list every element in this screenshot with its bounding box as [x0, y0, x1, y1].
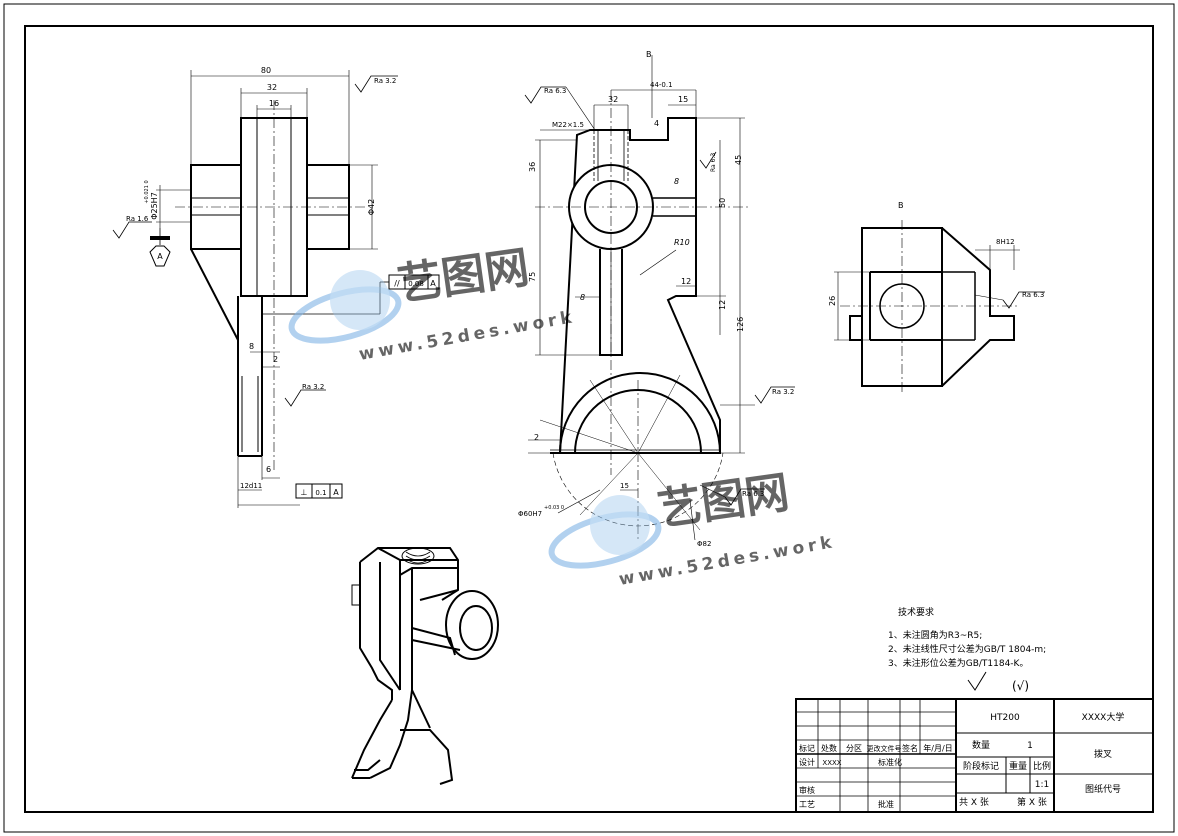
dim-15: 15	[678, 95, 688, 104]
tb-approve: 批准	[878, 799, 894, 809]
dim-16: 16	[269, 99, 279, 108]
tb-school: XXXX大学	[1082, 711, 1125, 723]
tb-count: 处数	[821, 743, 837, 753]
dim-6: 6	[266, 465, 271, 474]
dim-80: 80	[261, 66, 271, 75]
inner-frame	[24, 25, 1154, 813]
isometric-view	[351, 547, 499, 785]
tol-perp-val: 0.1	[315, 489, 326, 497]
ra-1-6: Ra 1.6	[126, 215, 149, 223]
tb-standard: 标准化	[878, 757, 902, 767]
tb-qty-label: 数量	[972, 739, 990, 751]
watermark-1: 艺图网 www.52des.work	[288, 242, 577, 365]
watermark-brand-1: 艺图网	[394, 242, 532, 311]
tb-sheet-no: 第 X 张	[1017, 796, 1047, 808]
dim-4: 4	[654, 119, 659, 128]
view-b-labels: B 26 8H12 Ra 6.3	[828, 201, 1044, 306]
dim-phi60: Φ60H7	[518, 510, 542, 518]
dim-phi25-tol: +0.021 0	[144, 180, 150, 203]
view-b	[834, 220, 1045, 395]
tb-qty-value: 1	[1027, 741, 1033, 751]
tb-drawing-code: 图纸代号	[1085, 783, 1121, 795]
dim-phi82: Φ82	[697, 540, 711, 548]
dim-12a: 12	[681, 277, 691, 286]
dim-8b: 8	[674, 177, 679, 186]
tb-zone: 分区	[846, 744, 862, 753]
watermark-brand-2: 艺图网	[654, 467, 792, 536]
tb-stage: 阶段标记	[963, 760, 999, 772]
tb-process: 工艺	[799, 800, 815, 809]
note-1: 1、未注圆角为R3~R5;	[888, 629, 982, 641]
main-view-labels: B 44-0.1 32 15 M22×1.5 4 36 45 50 8 R10 …	[518, 50, 794, 548]
dim-26: 26	[828, 296, 837, 306]
dim-126: 126	[736, 317, 745, 332]
dim-36: 36	[528, 162, 537, 172]
tb-weight: 重量	[1009, 760, 1027, 772]
title-block-text: HT200 XXXX大学 数量 1 拨叉 阶段标记 重量 比例 1:1 图纸代号…	[799, 711, 1124, 809]
ra-6-3-top: Ra 6.3	[544, 87, 566, 95]
tb-mark: 标记	[799, 743, 815, 753]
tb-date: 年/月/日	[923, 743, 952, 753]
notes-title: 技术要求	[898, 606, 934, 618]
tb-scale-value: 1:1	[1035, 780, 1049, 790]
outer-border	[3, 3, 1175, 833]
tol-par-ref: A	[430, 279, 436, 288]
tol-par-val: 0.08	[408, 280, 424, 288]
dim-phi42: Φ42	[367, 199, 376, 215]
note-3: 3、未注形位公差为GB/T1184-K。	[888, 657, 1028, 669]
tb-sign: 签名	[902, 743, 918, 753]
dim-8c: 8	[580, 293, 585, 302]
dim-32: 32	[267, 83, 277, 92]
dim-8h12: 8H12	[996, 238, 1015, 246]
view-b-title: B	[898, 201, 904, 210]
tb-design: 设计	[799, 757, 815, 767]
dim-2: 2	[273, 355, 278, 364]
left-view-labels: 80 32 16 Φ42 Φ25H7 +0.021 0 A 8 2 6 12d1…	[126, 66, 436, 497]
watermark-2: 艺图网 www.52des.work	[548, 467, 837, 590]
dim-15b: 15	[620, 482, 629, 490]
ra-6-3-fork: Ra 6.3	[742, 490, 764, 498]
dim-44: 44-0.1	[650, 81, 673, 89]
datum-a: A	[157, 252, 163, 261]
dim-8: 8	[249, 342, 254, 351]
view-b-arrow: B	[646, 50, 652, 59]
tol-par-sym: //	[394, 279, 400, 288]
dim-50: 50	[718, 198, 727, 208]
ra-3-2-fork: Ra 3.2	[772, 388, 794, 396]
tb-scale-label: 比例	[1033, 760, 1051, 772]
dim-phi25: Φ25H7	[150, 192, 159, 220]
dim-phi60-tol: +0.03 0	[544, 505, 564, 511]
dim-12b: 12	[718, 300, 727, 310]
ra-6-3-b: Ra 6.3	[1022, 291, 1044, 299]
tb-doc: 更改文件号	[867, 744, 902, 753]
title-block	[795, 698, 1154, 813]
dim-32b: 32	[608, 95, 618, 104]
ra-label-slot: Ra 6.3	[710, 153, 717, 172]
tb-review: 审核	[799, 785, 815, 795]
dim-75: 75	[528, 272, 537, 282]
ra-3-2-top: Ra 3.2	[374, 77, 396, 85]
tb-sheets-total: 共 X 张	[959, 797, 989, 808]
dim-2b: 2	[534, 433, 539, 442]
tol-perp-ref: A	[333, 488, 339, 497]
dim-45: 45	[734, 155, 743, 165]
tb-part-name: 拨叉	[1094, 748, 1112, 760]
surface-default	[967, 671, 987, 691]
surface-mark: (√)	[1012, 679, 1029, 693]
dim-r10: R10	[674, 238, 690, 247]
left-view	[112, 70, 440, 508]
dim-m22: M22×1.5	[552, 121, 584, 129]
note-2: 2、未注线性尺寸公差为GB/T 1804-m;	[888, 643, 1046, 655]
tb-designer: XXXX	[822, 759, 841, 767]
tol-perp-sym: ⊥	[301, 488, 308, 497]
tb-material: HT200	[990, 713, 1020, 723]
ra-3-2-arm: Ra 3.2	[302, 383, 324, 391]
dim-12d11: 12d11	[240, 482, 262, 490]
tech-notes: 技术要求 1、未注圆角为R3~R5; 2、未注线性尺寸公差为GB/T 1804-…	[888, 606, 1046, 669]
